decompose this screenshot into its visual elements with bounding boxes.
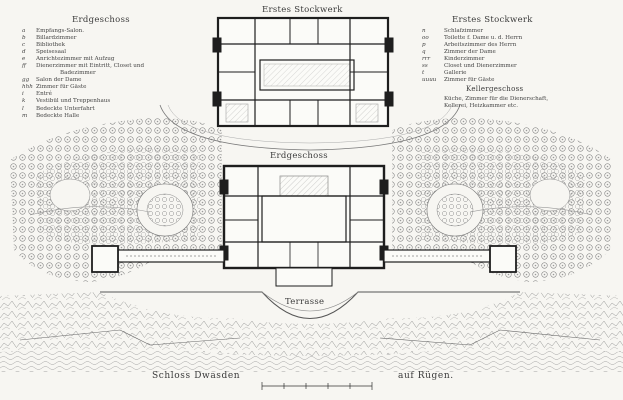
legend-row: b Billardzimmer (22, 35, 212, 42)
legend-row: n Schlafzimmer (422, 28, 612, 35)
legend-left-heading: Erdgeschoss (72, 15, 130, 25)
legend-key: k (22, 98, 26, 105)
legend-text: Entré (36, 91, 52, 98)
legend-row: uuuu Zimmer für Gäste (422, 77, 612, 84)
shoreline (0, 292, 623, 372)
legend-right-heading: Erstes Stockwerk (452, 15, 533, 25)
legend-row: e Anrichtezimmer mit Aufzug (22, 56, 212, 63)
legend-text: Zimmer der Dame (444, 49, 496, 56)
legend-key: c (22, 42, 26, 49)
legend-key (22, 70, 36, 77)
legend-key: n (422, 28, 426, 34)
legend-left: a Empfangs-Salon. b Billardzimmer c Bibliot… (22, 28, 212, 120)
legend-key: rrr (422, 56, 431, 63)
legend-text: Kinderzimmer (444, 56, 485, 63)
legend-key: p (422, 42, 426, 49)
legend-text: Bedeckte Halle (36, 112, 80, 119)
legend-text: Closet und Dienerzimmer (444, 63, 517, 70)
ground-floor-title: Erdgeschoss (270, 151, 328, 161)
legend-row: rrr Kinderzimmer (422, 56, 612, 63)
legend-right-cellar: Küche, Zimmer für die Dienerschaft, Kell… (444, 96, 614, 110)
legend-row: Badezimmer (22, 70, 212, 77)
upper-floor-title: Erstes Stockwerk (262, 5, 343, 15)
terrace-outline (100, 291, 520, 319)
legend-key: m (22, 112, 28, 119)
legend-right-subheading: Kellergeschoss (466, 85, 524, 93)
scale-bar (261, 382, 373, 390)
terrace-label: Terrasse (285, 297, 325, 307)
legend-key: ss (422, 63, 428, 70)
legend-row: q Zimmer der Dame (422, 49, 612, 56)
legend-key: hhh (22, 84, 33, 91)
legend-key: uuuu (422, 77, 437, 84)
legend-row: gg Salon der Dame (22, 77, 212, 84)
legend-row: oo Toilette f. Dame u. d. Herrn (422, 35, 612, 42)
ground-floor-plan (91, 164, 517, 287)
legend-row: i Entré (22, 91, 212, 98)
legend-text: Kellerei, Heizkammer etc. (444, 103, 519, 110)
legend-key: l (22, 105, 24, 112)
legend-row: ss Closet und Dienerzimmer (422, 63, 612, 70)
legend-text: Küche, Zimmer für die Dienerschaft, (444, 96, 549, 102)
legend-row: t Gallerie (422, 70, 612, 77)
legend-text: Arbeitszimmer des Herrn (444, 42, 517, 49)
legend-text: Speisesaal (36, 49, 67, 56)
legend-text: Bedeckte Unterfahrt (36, 105, 95, 112)
legend-row: k Vestibül und Treppenhaus (22, 98, 212, 105)
legend-row: ff Dienerzimmer mit Eintritt, Closet und (22, 63, 212, 70)
legend-key: e (22, 56, 26, 63)
legend-text: Schlafzimmer (444, 28, 484, 34)
caption-right: auf Rügen. (398, 371, 454, 381)
legend-row: d Speisesaal (22, 49, 212, 56)
legend-row: p Arbeitszimmer des Herrn (422, 42, 612, 49)
caption-left: Schloss Dwasden (152, 371, 241, 381)
legend-text: Toilette f. Dame u. d. Herrn (444, 35, 523, 42)
legend-key: a (22, 28, 26, 34)
legend-text: Empfangs-Salon. (36, 28, 85, 34)
legend-key: b (22, 35, 26, 42)
legend-row: l Bedeckte Unterfahrt (22, 106, 212, 113)
legend-key: d (22, 49, 26, 56)
legend-text: Zimmer für Gäste (36, 84, 87, 91)
legend-row: a Empfangs-Salon. (22, 28, 212, 35)
legend-key: gg (22, 77, 30, 84)
legend-text: Zimmer für Gäste (444, 77, 495, 84)
legend-key: oo (422, 35, 429, 42)
legend-text: Vestibül und Treppenhaus (36, 98, 111, 105)
legend-text: Anrichtezimmer mit Aufzug (36, 56, 115, 63)
legend-text: Dienerzimmer mit Eintritt, Closet und (36, 63, 145, 70)
legend-key: q (422, 49, 426, 56)
legend-text: Gallerie (444, 70, 467, 77)
legend-key: ff (22, 63, 26, 70)
legend-text: Badezimmer (60, 70, 96, 77)
park-right (392, 118, 612, 282)
legend-text: Bibliothek (36, 42, 65, 49)
park-left (10, 118, 222, 282)
legend-row: m Bedeckte Halle (22, 113, 212, 120)
legend-text: Salon der Dame (36, 77, 82, 84)
upper-floor-plan (212, 16, 394, 128)
legend-right: n Schlafzimmer oo Toilette f. Dame u. d. H… (422, 28, 612, 84)
legend-key: i (22, 91, 24, 98)
legend-row: c Bibliothek (22, 42, 212, 49)
legend-key: t (422, 70, 425, 77)
legend-text: Billardzimmer (36, 35, 77, 42)
